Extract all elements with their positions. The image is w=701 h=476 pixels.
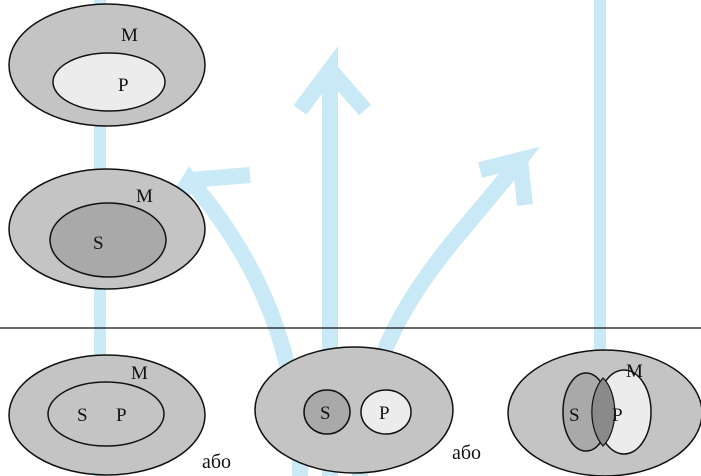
inner-circle-p bbox=[360, 389, 412, 435]
diagram-s-equals-p-in-m: M S P bbox=[8, 354, 206, 476]
outer-circle bbox=[254, 346, 454, 474]
connector-or-1: або bbox=[202, 451, 231, 473]
inner-label-s: S bbox=[320, 403, 331, 424]
inner-label-s: S bbox=[77, 405, 88, 426]
inner-label-p: P bbox=[379, 403, 390, 424]
outer-label-m: M bbox=[131, 363, 148, 384]
overlap-region bbox=[591, 377, 616, 447]
inner-label-s: S bbox=[93, 233, 104, 254]
inner-circle-s bbox=[303, 389, 351, 435]
diagram-m-contains-s: M S bbox=[8, 168, 206, 290]
connector-or-2: або bbox=[452, 442, 481, 464]
inner-circle-sp bbox=[47, 381, 165, 447]
inner-label-s: S bbox=[569, 405, 580, 426]
inner-label-p: P bbox=[116, 405, 127, 426]
diagram-s-p-disjoint: S P bbox=[254, 346, 454, 474]
outer-label-m: M bbox=[626, 361, 643, 382]
outer-label-m: M bbox=[121, 25, 138, 46]
inner-circle-p bbox=[52, 52, 166, 112]
inner-label-p: P bbox=[118, 75, 129, 96]
diagram-m-contains-p: M P bbox=[8, 3, 206, 127]
diagram-s-p-overlap: M S P bbox=[507, 349, 701, 476]
inner-label-p: P bbox=[612, 405, 623, 426]
outer-label-m: M bbox=[136, 186, 153, 207]
inner-circle-s bbox=[49, 202, 167, 278]
